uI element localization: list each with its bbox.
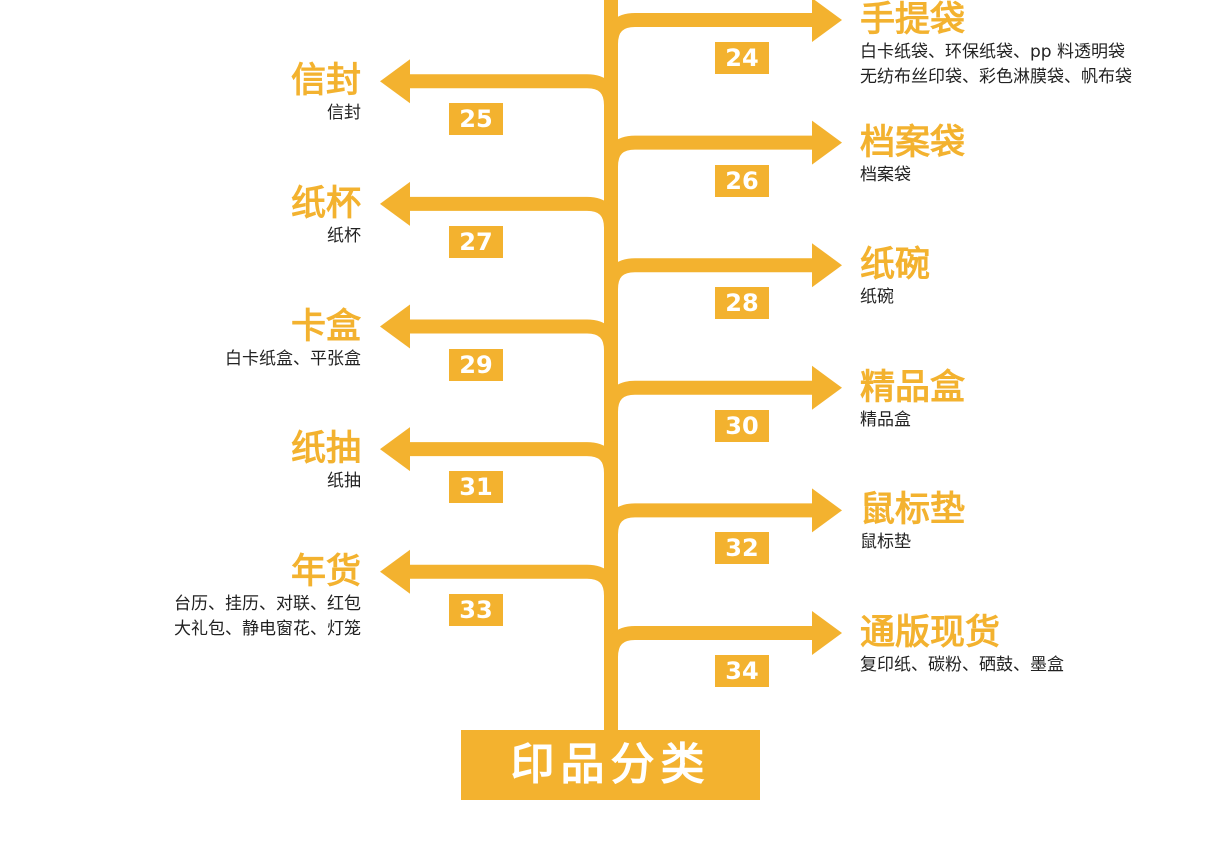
- branch-description: 无纺布丝印袋、彩色淋膜袋、帆布袋: [860, 67, 1132, 87]
- branch-31: [380, 427, 618, 504]
- branch-number-badge: 30: [715, 409, 769, 442]
- branch-description: 白卡纸袋、环保纸袋、pp 料透明袋: [860, 42, 1125, 62]
- branch-text-block: 信封信封: [291, 61, 361, 126]
- branch-title: 卡盒: [290, 306, 361, 347]
- branch-24: [604, 0, 842, 74]
- arrow-head-icon: [380, 181, 410, 226]
- branch-connector: [410, 564, 618, 626]
- branch-title: 鼠标垫: [860, 490, 966, 531]
- branch-description: 纸碗: [860, 287, 894, 308]
- branch-title: 纸抽: [290, 429, 361, 470]
- branch-27: [380, 181, 618, 258]
- root-category-box: 印品分类: [461, 730, 760, 800]
- branch-number-badge: 26: [715, 164, 769, 197]
- branch-text-block: 手提袋白卡纸袋、环保纸袋、pp 料透明袋无纺布丝印袋、彩色淋膜袋、帆布袋: [860, 0, 1132, 90]
- branch-description: 精品盒: [860, 409, 911, 430]
- branch-title: 信封: [290, 61, 361, 102]
- branch-26: [604, 120, 842, 197]
- branch-description: 信封: [327, 103, 361, 124]
- branch-connector: [410, 319, 618, 381]
- branch-description: 纸抽: [327, 471, 361, 492]
- arrow-head-icon: [812, 0, 842, 42]
- branch-description: 台历、挂历、对联、红包: [174, 593, 361, 614]
- branch-number-badge: 28: [715, 287, 769, 320]
- branch-title: 手提袋: [860, 0, 966, 40]
- branch-28: [604, 243, 842, 320]
- branch-title: 年货: [290, 551, 361, 592]
- branch-connector: [604, 13, 812, 74]
- branch-number-badge: 24: [715, 42, 769, 74]
- branch-25: [380, 59, 618, 136]
- branch-number-badge: 32: [715, 532, 769, 565]
- branch-description: 档案袋: [860, 164, 911, 185]
- branch-connector: [604, 380, 812, 442]
- branch-number-badge: 33: [449, 593, 503, 626]
- branch-text-block: 纸碗纸碗: [860, 245, 930, 310]
- branch-number-badge: 34: [715, 655, 769, 687]
- branch-text-block: 通版现货复印纸、碳粉、硒鼓、墨盒: [860, 613, 1064, 678]
- branch-description: 大礼包、静电窗花、灯笼: [174, 618, 361, 639]
- arrow-head-icon: [380, 59, 410, 104]
- branch-text-block: 纸抽纸抽: [291, 429, 361, 494]
- arrow-head-icon: [812, 120, 842, 165]
- branch-32: [604, 488, 842, 565]
- branch-connector: [604, 135, 812, 197]
- arrow-head-icon: [812, 611, 842, 655]
- branch-connector: [410, 74, 618, 136]
- branch-connector: [410, 196, 618, 258]
- branch-number-badge: 27: [449, 225, 503, 258]
- branch-number-badge: 29: [449, 348, 503, 381]
- branch-text-block: 档案袋档案袋: [860, 123, 965, 188]
- branch-description: 鼠标垫: [860, 532, 911, 553]
- branch-number-badge: 31: [449, 471, 503, 504]
- branch-title: 纸碗: [860, 245, 931, 286]
- branch-text-block: 纸杯纸杯: [291, 184, 361, 249]
- branch-title: 档案袋: [860, 122, 966, 163]
- branch-title: 通版现货: [860, 613, 1001, 653]
- arrow-head-icon: [812, 365, 842, 410]
- branch-description: 复印纸、碳粉、硒鼓、墨盒: [860, 655, 1064, 675]
- arrow-head-icon: [812, 488, 842, 533]
- arrow-head-icon: [380, 427, 410, 472]
- branch-34: [604, 611, 842, 687]
- branch-description: 白卡纸盒、平张盒: [225, 348, 361, 369]
- arrow-head-icon: [812, 243, 842, 288]
- arrow-head-icon: [380, 304, 410, 349]
- branch-connector: [604, 503, 812, 565]
- branch-text-block: 年货台历、挂历、对联、红包大礼包、静电窗花、灯笼: [174, 552, 361, 642]
- branch-text-block: 卡盒白卡纸盒、平张盒: [225, 307, 361, 372]
- branch-title: 精品盒: [860, 367, 966, 408]
- branch-number-badge: 25: [449, 103, 503, 136]
- branch-29: [380, 304, 618, 381]
- branch-connector: [604, 258, 812, 320]
- branch-connector: [604, 626, 812, 687]
- branch-33: [380, 549, 618, 626]
- branch-description: 纸杯: [327, 225, 361, 246]
- arrow-head-icon: [380, 549, 410, 594]
- branch-connector: [410, 442, 618, 504]
- branch-30: [604, 365, 842, 442]
- branch-text-block: 精品盒精品盒: [860, 368, 965, 433]
- branch-text-block: 鼠标垫鼠标垫: [860, 490, 965, 555]
- branch-title: 纸杯: [290, 183, 361, 224]
